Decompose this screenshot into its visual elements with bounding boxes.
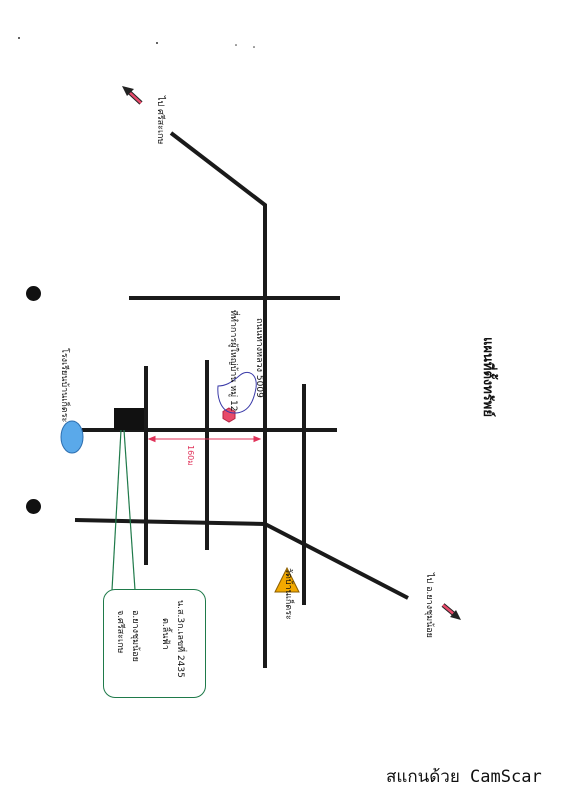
roads — [74, 131, 409, 668]
label-temple: วัดบ้านเก็ดระ — [283, 568, 293, 620]
scan-specks — [18, 37, 255, 48]
callout-leader — [111, 429, 136, 591]
label-road: ถนนทางหลวง 5009 — [254, 318, 264, 398]
callout-line-4: จ.ศรีสะเกษ — [115, 610, 125, 654]
arrow-to-yang-chum-noi-icon — [441, 603, 461, 620]
road-to-yang-chum-noi — [74, 518, 409, 600]
callout-line-3: อ.ยางชุมน้อย — [130, 610, 140, 662]
binder-hole-bottom — [26, 499, 41, 514]
callout-line-1: น.ส.3ก.เลขที่ 2435 — [175, 600, 185, 678]
label-to-sisaket: ไป ศรีสะเกษ — [155, 96, 165, 145]
scan-footer: สแกนด้วย CamScar — [386, 767, 542, 787]
label-to-yang-chum-noi: ไป อ.ยางชุมน้อย — [424, 573, 434, 638]
village-office-circle — [217, 372, 257, 414]
school-marker — [60, 420, 84, 454]
arrow-to-sisaket-icon — [122, 86, 143, 105]
village-office-marker — [222, 407, 236, 423]
temple-marker — [274, 566, 300, 593]
label-village-office: ที่ทำการผู้ใหญ่บ้าน หมู่ 12 — [228, 310, 238, 412]
main-road-north — [169, 131, 267, 668]
binder-hole-top — [26, 286, 41, 301]
label-school: โรงเรียนบ้านเก็ดระ — [59, 348, 69, 423]
property-plot — [114, 408, 144, 430]
direction-arrows — [122, 86, 461, 620]
label-distance: 160ม — [186, 445, 195, 466]
distance-line — [147, 435, 262, 443]
map-title: แผนที่ตั้งทรัพย์ — [480, 337, 495, 417]
property-callout — [103, 589, 206, 698]
callout-line-2: ต.ลิ้นฟ้า — [160, 618, 170, 650]
